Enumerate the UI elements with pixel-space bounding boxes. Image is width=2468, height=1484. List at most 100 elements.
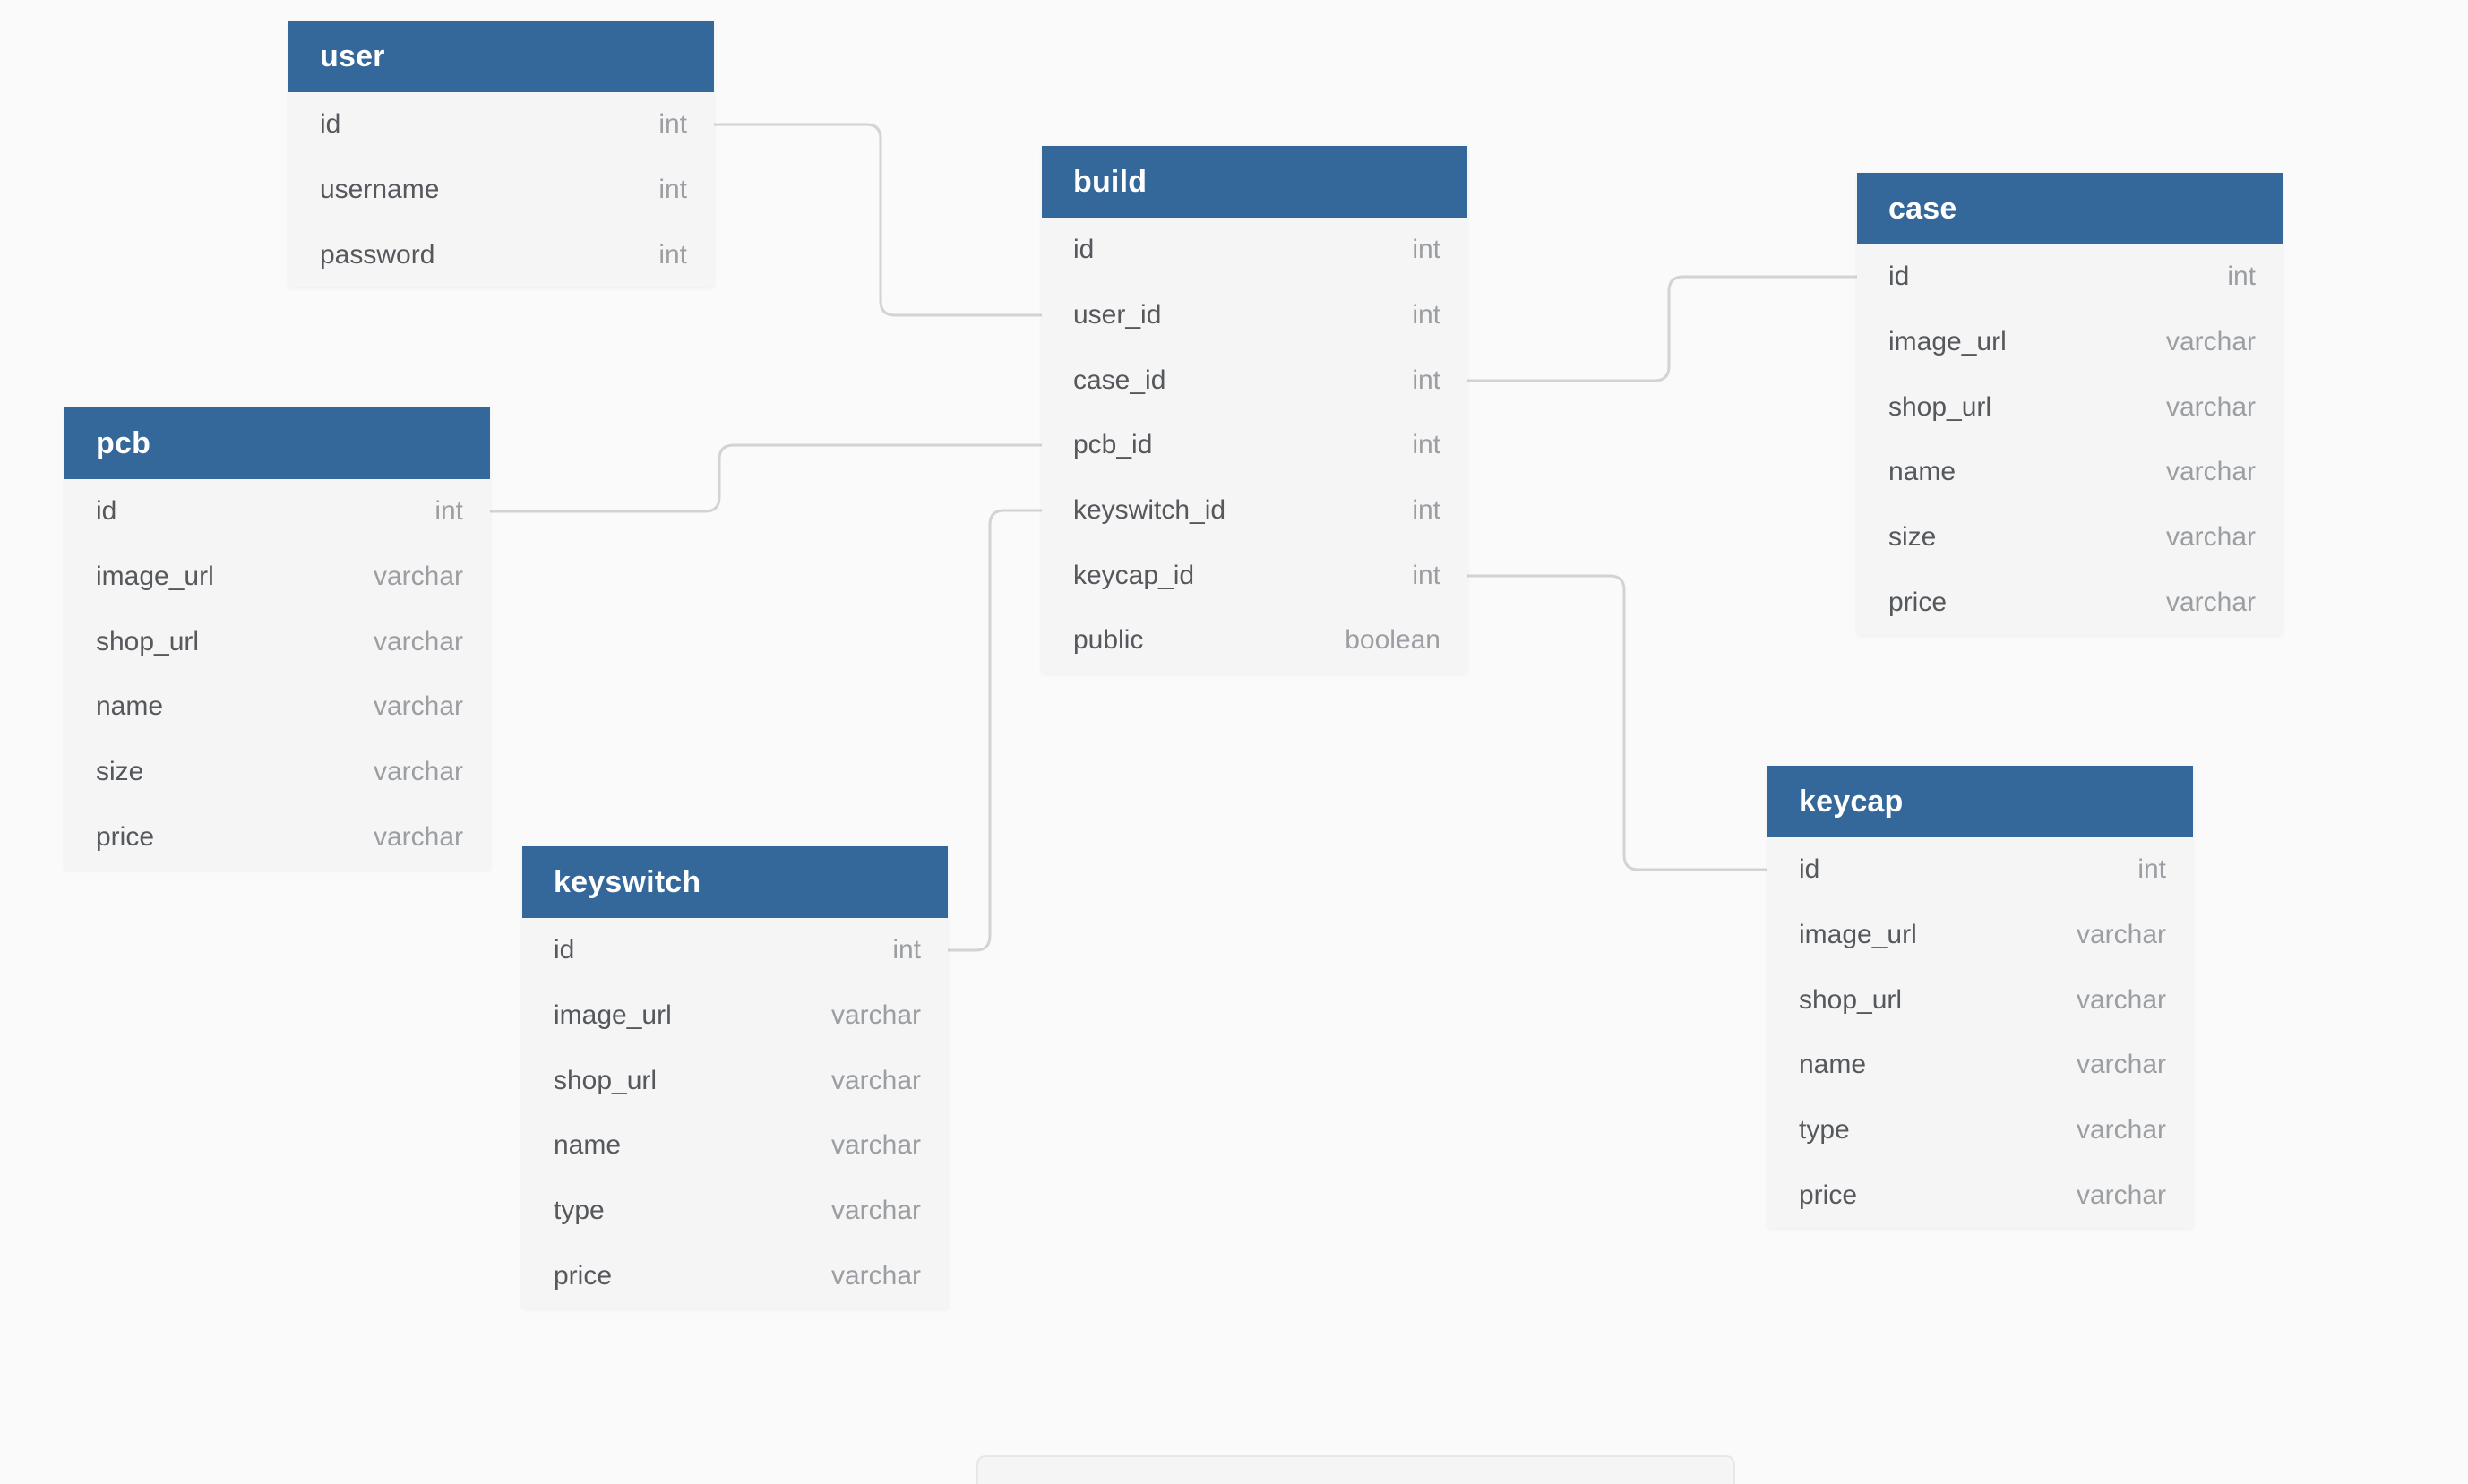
field-name: price [96, 821, 155, 852]
field-row-case-id[interactable]: id int [1857, 244, 2283, 310]
field-name: image_url [1799, 920, 1917, 950]
table-build[interactable]: build id int user_id int case_id int pcb… [1042, 146, 1467, 673]
field-row-keycap-image_url[interactable]: image_url varchar [1767, 903, 2193, 968]
field-type: varchar [2165, 522, 2256, 553]
table-user-header[interactable]: user [288, 21, 714, 92]
field-type: int [1412, 300, 1440, 330]
field-name: price [1888, 587, 1948, 617]
relationship-keyswitch-build[interactable] [948, 509, 1042, 952]
field-name: keyswitch_id [1073, 495, 1226, 526]
field-name: keycap_id [1073, 560, 1195, 590]
field-type: varchar [373, 757, 463, 787]
field-row-case-price[interactable]: price varchar [1857, 570, 2283, 635]
field-name: price [554, 1260, 613, 1291]
field-row-keycap-price[interactable]: price varchar [1767, 1162, 2193, 1228]
relationship-build-case[interactable] [1467, 275, 1857, 382]
table-build-header[interactable]: build [1042, 146, 1467, 218]
field-name: id [320, 109, 341, 140]
field-type: varchar [373, 626, 463, 656]
field-row-pcb-name[interactable]: name varchar [64, 674, 490, 740]
field-row-keyswitch-id[interactable]: id int [522, 918, 948, 983]
field-row-build-public[interactable]: public boolean [1042, 608, 1467, 673]
field-name: type [554, 1196, 605, 1226]
field-row-keyswitch-name[interactable]: name varchar [522, 1113, 948, 1179]
field-name: public [1073, 625, 1144, 656]
field-row-keyswitch-type[interactable]: type varchar [522, 1179, 948, 1244]
table-keyswitch-body: id int image_url varchar shop_url varcha… [522, 918, 948, 1309]
field-row-case-image_url[interactable]: image_url varchar [1857, 310, 2283, 375]
field-row-keycap-type[interactable]: type varchar [1767, 1098, 2193, 1163]
partial-table-card[interactable] [976, 1455, 1735, 1484]
field-row-pcb-size[interactable]: size varchar [64, 740, 490, 805]
table-keycap-body: id int image_url varchar shop_url varcha… [1767, 837, 2193, 1229]
table-user-body: id int username int password int [288, 92, 714, 288]
field-type: int [434, 496, 463, 527]
field-type: varchar [830, 1065, 921, 1095]
field-name: type [1799, 1115, 1850, 1145]
relationship-build-keycap[interactable] [1467, 574, 1767, 871]
table-pcb-header[interactable]: pcb [64, 407, 490, 479]
field-type: varchar [373, 821, 463, 852]
table-keyswitch-header[interactable]: keyswitch [522, 846, 948, 918]
field-name: id [1799, 854, 1820, 885]
field-name: name [1888, 457, 1956, 487]
field-type: varchar [373, 691, 463, 722]
field-row-build-user_id[interactable]: user_id int [1042, 283, 1467, 348]
field-type: int [658, 239, 687, 270]
field-type: varchar [2076, 1179, 2166, 1210]
field-row-build-case_id[interactable]: case_id int [1042, 347, 1467, 413]
field-row-pcb-shop_url[interactable]: shop_url varchar [64, 609, 490, 674]
field-row-user-username[interactable]: username int [288, 158, 714, 223]
field-type: varchar [2076, 1050, 2166, 1080]
field-row-build-pcb_id[interactable]: pcb_id int [1042, 413, 1467, 478]
field-row-keycap-shop_url[interactable]: shop_url varchar [1767, 967, 2193, 1033]
field-type: varchar [2076, 920, 2166, 950]
field-type: int [892, 935, 921, 965]
field-type: varchar [2165, 327, 2256, 357]
field-row-keycap-id[interactable]: id int [1767, 837, 2193, 903]
table-case-body: id int image_url varchar shop_url varcha… [1857, 244, 2283, 636]
table-keyswitch[interactable]: keyswitch id int image_url varchar shop_… [522, 846, 948, 1309]
table-keycap-header[interactable]: keycap [1767, 766, 2193, 837]
field-type: varchar [373, 562, 463, 592]
field-name: shop_url [1799, 984, 1903, 1015]
relationship-pcb-build[interactable] [490, 443, 1042, 513]
field-type: varchar [830, 1000, 921, 1031]
field-type: int [2227, 262, 2256, 292]
table-keycap[interactable]: keycap id int image_url varchar shop_url… [1767, 766, 2193, 1229]
field-row-build-id[interactable]: id int [1042, 218, 1467, 283]
field-row-pcb-price[interactable]: price varchar [64, 804, 490, 870]
field-name: user_id [1073, 300, 1162, 330]
field-name: id [1073, 235, 1095, 265]
table-pcb-title: pcb [96, 425, 151, 460]
field-name: shop_url [1888, 391, 1992, 422]
table-user[interactable]: user id int username int password int [288, 21, 714, 288]
field-type: int [2137, 854, 2166, 885]
table-case[interactable]: case id int image_url varchar shop_url v… [1857, 173, 2283, 636]
table-case-header[interactable]: case [1857, 173, 2283, 244]
field-name: shop_url [554, 1065, 658, 1095]
field-name: name [554, 1130, 622, 1161]
field-row-keyswitch-image_url[interactable]: image_url varchar [522, 983, 948, 1049]
field-row-build-keycap_id[interactable]: keycap_id int [1042, 543, 1467, 608]
field-name: id [554, 935, 575, 965]
field-row-pcb-id[interactable]: id int [64, 479, 490, 545]
table-pcb-body: id int image_url varchar shop_url varcha… [64, 479, 490, 871]
field-row-build-keyswitch_id[interactable]: keyswitch_id int [1042, 478, 1467, 544]
relationship-user-build[interactable] [714, 123, 1042, 317]
field-name: id [96, 496, 117, 527]
field-row-case-name[interactable]: name varchar [1857, 440, 2283, 505]
field-row-pcb-image_url[interactable]: image_url varchar [64, 545, 490, 610]
table-pcb[interactable]: pcb id int image_url varchar shop_url va… [64, 407, 490, 871]
field-row-case-shop_url[interactable]: shop_url varchar [1857, 374, 2283, 440]
field-row-keycap-name[interactable]: name varchar [1767, 1033, 2193, 1098]
field-row-case-size[interactable]: size varchar [1857, 505, 2283, 570]
field-row-user-password[interactable]: password int [288, 222, 714, 287]
table-case-title: case [1888, 191, 1957, 226]
field-row-keyswitch-price[interactable]: price varchar [522, 1243, 948, 1308]
table-keycap-title: keycap [1799, 784, 1904, 819]
field-row-keyswitch-shop_url[interactable]: shop_url varchar [522, 1048, 948, 1113]
table-build-body: id int user_id int case_id int pcb_id in… [1042, 218, 1467, 673]
field-row-user-id[interactable]: id int [288, 92, 714, 158]
